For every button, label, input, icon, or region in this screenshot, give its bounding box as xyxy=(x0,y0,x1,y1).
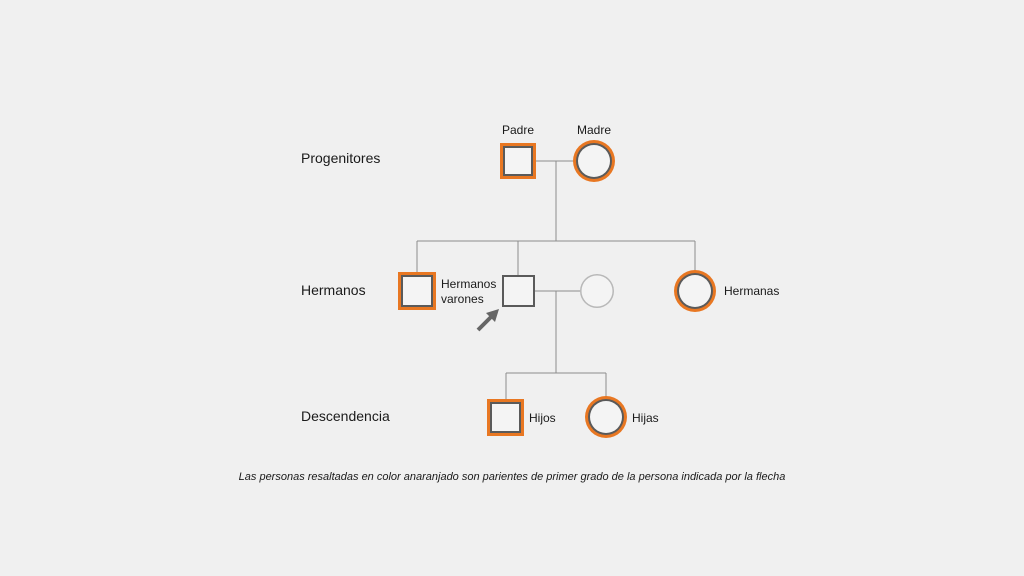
proband-symbol xyxy=(502,275,535,307)
father-label: Padre xyxy=(502,123,535,137)
mother-label: Madre xyxy=(577,123,612,137)
brother-symbol xyxy=(398,272,436,310)
daughter-symbol xyxy=(585,396,627,438)
relationship-lines xyxy=(416,160,696,399)
proband-label-line1: Hermanos xyxy=(441,277,497,291)
generation-label-parents: Progenitores xyxy=(301,150,381,166)
daughter-label: Hijas xyxy=(632,411,659,425)
sister-symbol xyxy=(674,270,716,312)
spouse-symbol xyxy=(580,274,614,308)
mother-symbol xyxy=(573,140,615,182)
son-label: Hijos xyxy=(529,411,556,425)
proband-label-line2: varones xyxy=(441,292,484,306)
son-symbol xyxy=(487,399,524,436)
sister-label: Hermanas xyxy=(724,284,780,298)
generation-label-offspring: Descendencia xyxy=(301,408,390,424)
figure-caption: Las personas resaltadas en color anaranj… xyxy=(238,471,786,483)
father-symbol xyxy=(500,143,536,179)
generation-label-siblings: Hermanos xyxy=(301,282,366,298)
proband-arrow-icon xyxy=(476,309,499,332)
